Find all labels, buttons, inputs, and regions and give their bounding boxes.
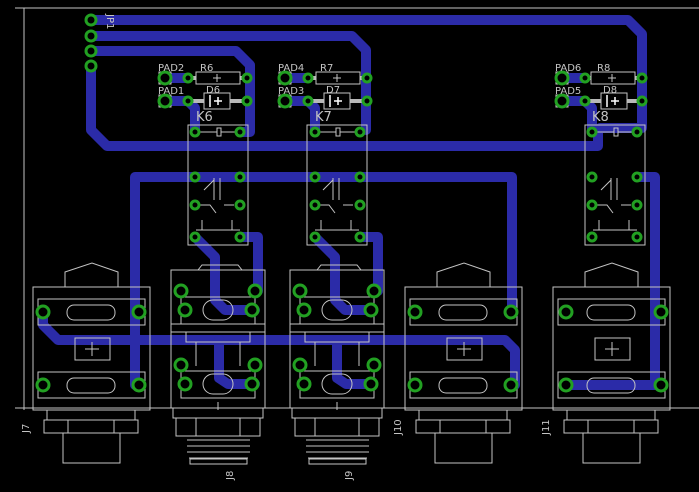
label-d7: D7 bbox=[326, 85, 340, 96]
passive-components bbox=[158, 71, 642, 110]
label-pad1: PAD1 bbox=[158, 86, 184, 97]
label-r7: R7 bbox=[320, 63, 333, 74]
label-d8: D8 bbox=[603, 85, 617, 96]
label-r8: R8 bbox=[597, 63, 610, 74]
label-pad2: PAD2 bbox=[158, 63, 184, 74]
jack-j10-outline bbox=[404, 262, 523, 464]
label-k6: K6 bbox=[196, 110, 213, 125]
label-pad4: PAD4 bbox=[278, 63, 304, 74]
label-k8: K8 bbox=[592, 110, 609, 125]
label-j7: J7 bbox=[21, 424, 32, 434]
label-j10: J10 bbox=[393, 419, 404, 436]
label-j11: J11 bbox=[541, 419, 552, 436]
label-r6: R6 bbox=[200, 63, 213, 74]
pads bbox=[35, 13, 669, 393]
label-pad3: PAD3 bbox=[278, 86, 304, 97]
label-k7: K7 bbox=[315, 110, 332, 125]
label-j8: J8 bbox=[225, 471, 236, 481]
label-pad5: PAD5 bbox=[555, 86, 581, 97]
label-jp1: JP1 bbox=[104, 13, 115, 29]
label-j9: J9 bbox=[344, 471, 355, 481]
label-pad6: PAD6 bbox=[555, 63, 581, 74]
label-d6: D6 bbox=[206, 85, 220, 96]
silkscreen-labels: JP1 PAD2 PAD1 PAD4 PAD3 PAD6 PAD5 R6 R7 … bbox=[21, 13, 617, 481]
